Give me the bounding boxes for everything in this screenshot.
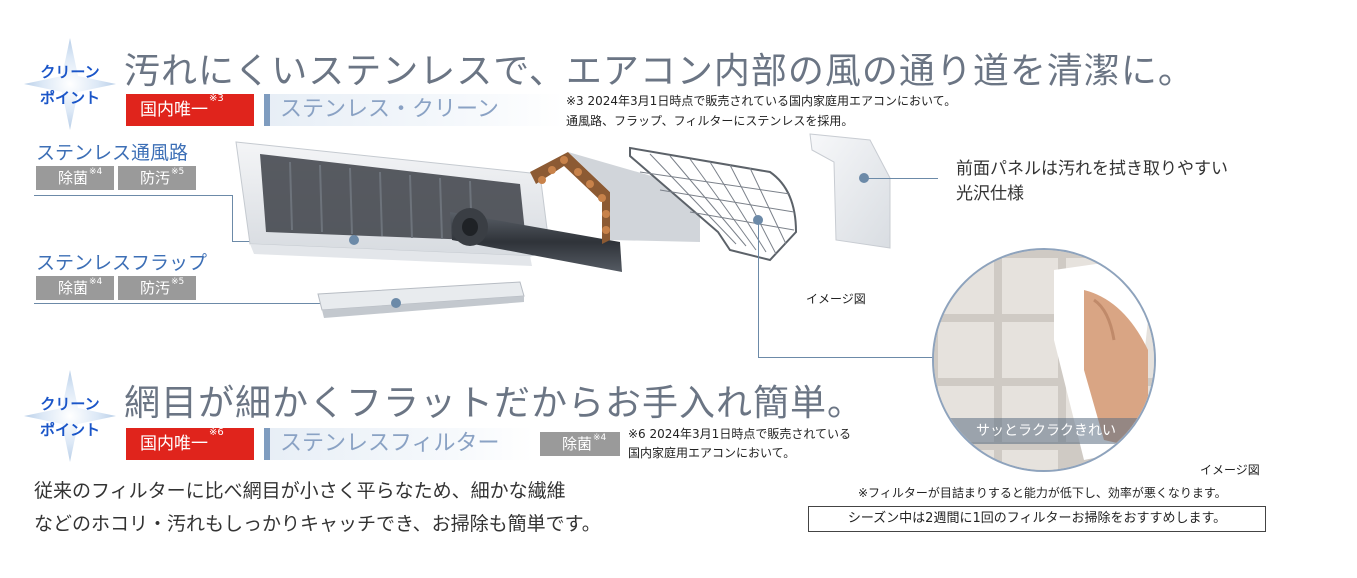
passage-dot	[349, 235, 359, 245]
crossflow-fan	[450, 208, 622, 272]
sterilize-tag-sup: ※4	[89, 167, 103, 177]
clean-point-badge-2: クリーン ポイント	[22, 368, 118, 464]
antifouling-tag-flap: 防汚※5	[118, 276, 196, 300]
domestic-only-tag-2: 国内唯一※6	[126, 427, 254, 460]
cleaning-photo-circle: サッとラクラクきれい	[932, 248, 1156, 472]
section1-headline: 汚れにくいステンレスで、エアコン内部の風の通り道を清潔に。	[124, 51, 1195, 92]
filter-mesh	[629, 146, 798, 262]
stainless-flap-part	[317, 281, 525, 318]
sterilize-tag-filter: 除菌※4	[540, 432, 620, 456]
filter-description-line1: 従来のフィルターに比べ網目が小さく平らなため、細かな繊維	[34, 480, 566, 502]
flap-dot	[391, 298, 401, 308]
star-sparkle-icon	[24, 370, 116, 462]
heat-exchanger	[530, 152, 700, 244]
clean-point-badge: クリーン ポイント	[22, 36, 118, 132]
note-6-line1: ※6 2024年3月1日時点で販売されている	[628, 427, 851, 441]
antifouling-tag: 防汚※5	[118, 166, 196, 190]
antifouling-tag-text: 防汚	[140, 169, 171, 187]
flap-leader-line	[34, 303, 396, 304]
sterilize-tag: 除菌※4	[36, 166, 114, 190]
filter-leader-line-h	[758, 357, 938, 358]
panel-leader-line	[866, 178, 938, 179]
passage-leader-line	[34, 195, 232, 196]
stainless-filter-tag: ステンレスフィルター	[264, 428, 534, 460]
circle-caption: サッとラクラクきれい	[976, 423, 1116, 439]
panel-caption-line2: 光沢仕様	[956, 184, 1024, 204]
badge-line-1: クリーン	[40, 63, 100, 81]
note-6-line2: 国内家庭用エアコンにおいて。	[628, 446, 796, 460]
star-sparkle-icon	[24, 38, 116, 130]
image-label-1: イメージ図	[806, 292, 866, 306]
aircon-exploded-illustration	[235, 133, 891, 318]
red-tag2-sup: ※6	[209, 427, 224, 438]
passage-leader-line-v	[232, 195, 233, 241]
sterilize-tag-flap-sup: ※4	[89, 277, 103, 287]
filter-recommendation-box: シーズン中は2週間に1回のフィルターお掃除をおすすめします。	[808, 506, 1266, 532]
sterilize-tag-text: 除菌	[58, 169, 89, 187]
stainless-clean-tag: ステンレス・クリーン	[264, 94, 564, 126]
filter-description-line2: などのホコリ・汚れもしっかりキャッチでき、お掃除も簡単です。	[34, 513, 601, 535]
red-tag-text: 国内唯一	[140, 100, 208, 120]
red-tag-sup: ※3	[209, 93, 224, 104]
sterilize-tag-filter-text: 除菌	[562, 435, 593, 453]
section2-headline: 網目が細かくフラットだからお手入れ簡単。	[124, 383, 865, 424]
image-label-2: イメージ図	[1200, 463, 1260, 477]
filter-dot	[753, 215, 763, 225]
sterilize-tag-flap-text: 除菌	[58, 279, 89, 297]
panel-caption-line1: 前面パネルは汚れを拭き取りやすい	[956, 159, 1228, 179]
domestic-only-tag-1: 国内唯一※3	[126, 93, 254, 126]
antifouling-tag-sup: ※5	[171, 167, 185, 177]
filter-leader-line-v	[758, 222, 759, 357]
front-panel	[809, 133, 891, 249]
badge-line-2: ポイント	[39, 89, 100, 107]
antifouling-tag-flap-sup: ※5	[171, 277, 185, 287]
stainless-passage-label: ステンレス通風路	[36, 142, 189, 164]
filter-warning: ※フィルターが目詰まりすると能力が低下し、効率が悪くなります。	[858, 486, 1227, 500]
badge2-line-1: クリーン	[40, 395, 100, 413]
tile-wiping-photo	[934, 250, 1154, 470]
stainless-flap-label: ステンレスフラップ	[36, 252, 208, 274]
panel-dot	[859, 173, 869, 183]
antifouling-tag-flap-text: 防汚	[140, 279, 171, 297]
badge2-line-2: ポイント	[39, 421, 100, 439]
note-3-line1: ※3 2024年3月1日時点で販売されている国内家庭用エアコンにおいて。	[566, 94, 957, 108]
sterilize-tag-filter-sup: ※4	[593, 433, 607, 443]
red-tag2-text: 国内唯一	[140, 434, 208, 454]
sterilize-tag-flap: 除菌※4	[36, 276, 114, 300]
note-3-line2: 通風路、フラップ、フィルターにステンレスを採用。	[566, 114, 854, 128]
